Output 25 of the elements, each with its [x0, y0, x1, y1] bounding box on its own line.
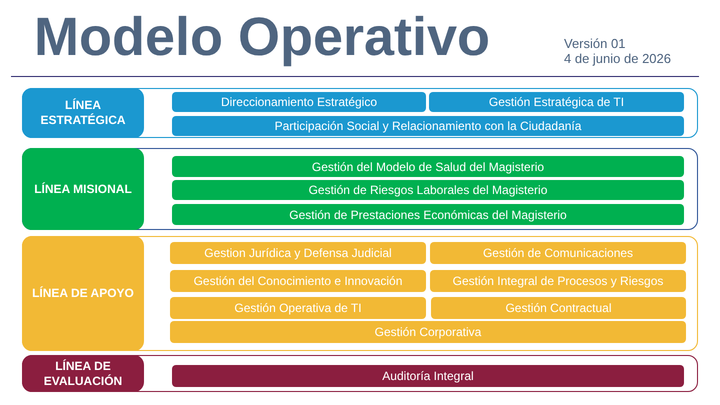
- process-box: Gestión de Comunicaciones: [430, 242, 686, 264]
- process-box: Gestión del Modelo de Salud del Magisterio: [172, 156, 684, 177]
- band-frame: [22, 88, 698, 138]
- process-box: Direccionamiento Estratégico: [172, 92, 426, 112]
- process-box: Gestión Integral de Procesos y Riesgos: [430, 270, 686, 292]
- process-box: Gestión Corporativa: [170, 321, 686, 343]
- process-box: Gestión de Prestaciones Económicas del Magisterio: [172, 204, 684, 225]
- process-box: Gestión del Conocimiento e Innovación: [170, 270, 426, 292]
- process-box: Gestión Estratégica de TI: [429, 92, 684, 112]
- process-box: Gestion Jurídica y Defensa Judicial: [170, 242, 426, 264]
- band-frame: [22, 236, 698, 351]
- band-title: LÍNEA MISIONAL: [34, 182, 132, 196]
- process-box: Participación Social y Relacionamiento con la Ciudadanía: [172, 116, 684, 136]
- band-title: LÍNEA DE APOYO: [32, 286, 134, 301]
- process-box: Gestión Contractual: [431, 297, 686, 319]
- process-box: Auditoría Integral: [172, 365, 684, 387]
- process-box: Gestión de Riesgos Laborales del Magisterio: [172, 180, 684, 200]
- version-note: 4 de junio de 2026: [564, 51, 671, 66]
- band-frame: [22, 355, 698, 392]
- version-note: Versión 01: [564, 36, 626, 51]
- title: Modelo Operativo: [34, 6, 490, 69]
- band-title: LÍNEA ESTRATÉGICA: [39, 98, 127, 128]
- process-box: Gestión Operativa de TI: [170, 297, 426, 319]
- band-frame: [22, 148, 698, 230]
- band-title: LÍNEA DE EVALUACIÓN: [42, 358, 124, 388]
